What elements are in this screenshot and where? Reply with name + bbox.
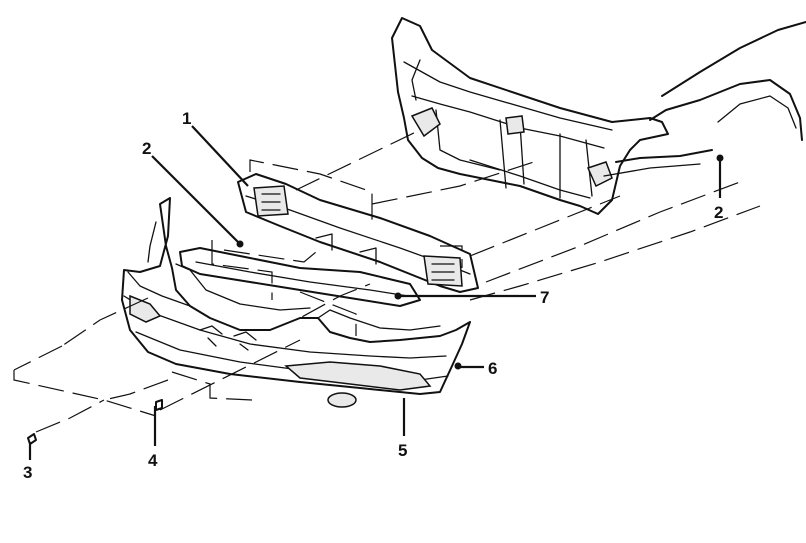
nut-dot [454,362,462,370]
callout-5: 5 [398,441,407,460]
fender [603,21,806,177]
bumper-reinforcement [237,173,479,293]
callout-7: 7 [540,288,549,307]
bolt-head [155,399,163,411]
callout-2-left: 2 [142,139,151,158]
callout-2-right: 2 [714,203,723,222]
callout-6: 6 [488,359,497,378]
radiator-support [391,17,669,215]
callout-labels: 1 2 2 3 4 5 6 7 [23,109,723,482]
energy-absorber [179,233,421,307]
bumper-fascia [121,197,471,408]
absorber-dot [394,292,402,300]
leader-2-left [151,155,241,245]
retainer-dot-right [716,154,724,162]
leader-1 [191,125,249,187]
leader-lines [28,125,722,460]
callout-3: 3 [23,463,32,482]
callout-1: 1 [182,109,191,128]
assembly-lines [13,129,761,433]
callout-4: 4 [148,451,158,470]
